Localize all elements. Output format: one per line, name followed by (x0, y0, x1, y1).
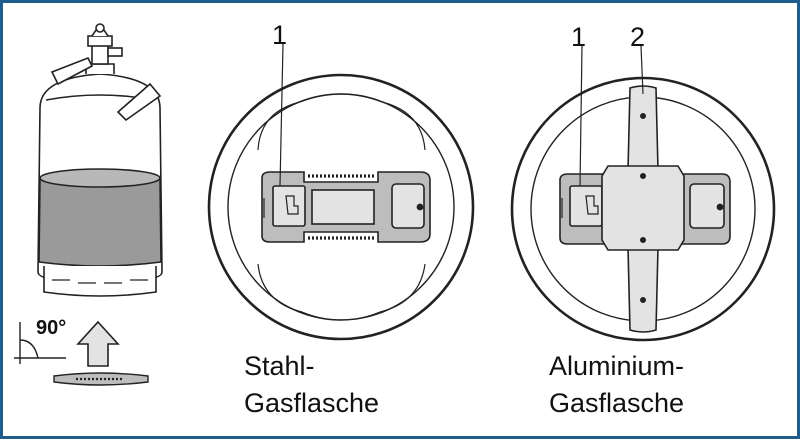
alu-caption-line1: Aluminium- (549, 351, 685, 381)
steel-caption-line1: Stahl- (244, 351, 315, 381)
callout-steel-plate: 1 (272, 20, 288, 50)
side-plate-icon (53, 372, 149, 386)
gas-cylinder-illustration (37, 23, 163, 297)
alu-caption-line2: Gasflasche (549, 388, 685, 418)
steel-caption-line2: Gasflasche (244, 388, 380, 418)
steel-cylinder-topview (207, 43, 475, 341)
up-arrow-icon (76, 320, 120, 367)
callout-alu-plate: 1 (571, 22, 587, 52)
angle-indicator (14, 322, 66, 364)
angle-label: 90° (36, 317, 67, 339)
aluminium-cylinder-topview (510, 45, 776, 342)
callout-alu-bracket: 2 (630, 22, 646, 52)
